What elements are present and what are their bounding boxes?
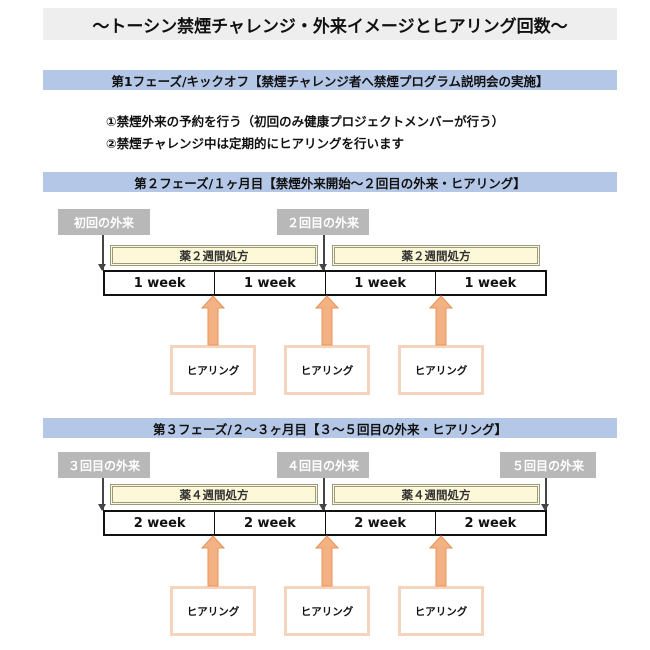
visit-box-second: ２回目の外来 <box>277 209 369 235</box>
visit-marker-line <box>323 478 325 510</box>
week-cell: 1 week <box>215 272 326 294</box>
visit-marker-line <box>323 235 325 270</box>
visit-box-third: ３回目の外来 <box>58 452 150 478</box>
hearing-box: ヒアリング <box>284 586 370 636</box>
week-cell: 2 week <box>215 512 326 534</box>
visit-box-fifth: ５回目の外来 <box>500 452 596 478</box>
prescription-bar: 薬２週間処方 <box>332 245 540 266</box>
phase3-header: 第３フェーズ/２〜３ヶ月目【３〜５回目の外来・ヒアリング】 <box>43 418 617 438</box>
hearing-box: ヒアリング <box>284 345 370 395</box>
visit-marker-line <box>102 235 104 270</box>
prescription-bar: 薬４週間処方 <box>110 484 318 505</box>
visit-arrowhead <box>541 504 549 511</box>
visit-arrowhead <box>98 504 106 511</box>
week-timeline: 1 week 1 week 1 week 1 week <box>103 270 547 296</box>
week-cell: 1 week <box>105 272 216 294</box>
hearing-box: ヒアリング <box>398 586 484 636</box>
visit-arrowhead <box>319 264 327 271</box>
hearing-box: ヒアリング <box>170 586 256 636</box>
week-timeline: 2 week 2 week 2 week 2 week <box>103 510 547 536</box>
phase1-header: 第1フェーズ/キックオフ【禁煙チャレンジ者へ禁煙プログラム説明会の実施】 <box>43 70 617 90</box>
prescription-bar: 薬２週間処方 <box>110 245 318 266</box>
week-cell: 2 week <box>464 515 517 531</box>
hearing-box: ヒアリング <box>398 345 484 395</box>
hearing-box: ヒアリング <box>170 345 256 395</box>
page-title: 〜トーシン禁煙チャレンジ・外来イメージとヒアリング回数〜 <box>43 8 617 40</box>
up-arrow-icon <box>428 535 454 587</box>
visit-marker-line <box>545 478 547 510</box>
up-arrow-icon <box>314 295 340 346</box>
up-arrow-icon <box>314 535 340 587</box>
visit-arrowhead <box>98 264 106 271</box>
visit-box-fourth: ４回目の外来 <box>277 452 369 478</box>
up-arrow-icon <box>200 295 226 346</box>
up-arrow-icon <box>428 295 454 346</box>
prescription-bar: 薬４週間処方 <box>332 484 540 505</box>
week-cell: 1 week <box>326 272 436 294</box>
visit-marker-line <box>102 478 104 510</box>
up-arrow-icon <box>200 535 226 587</box>
week-cell: 1 week <box>464 275 517 291</box>
visit-arrowhead <box>319 504 327 511</box>
week-cell: 2 week <box>105 512 216 534</box>
week-cell: 2 week <box>326 512 436 534</box>
phase1-note-1: ①禁煙外来の予約を行う（初回のみ健康プロジェクトメンバーが行う） <box>106 114 505 129</box>
phase2-header: 第２フェーズ/１ヶ月目【禁煙外来開始〜２回目の外来・ヒアリング】 <box>43 172 617 192</box>
visit-box-first: 初回の外来 <box>58 209 150 235</box>
phase1-note-2: ②禁煙チャレンジ中は定期的にヒアリングを行います <box>106 136 404 151</box>
